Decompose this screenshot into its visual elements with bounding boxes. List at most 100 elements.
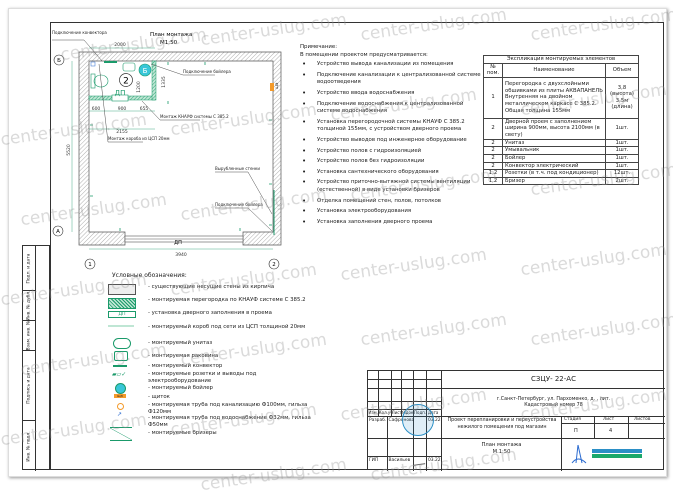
room-number-circle [119, 73, 133, 87]
note-item: Установка электрооборудования [300, 208, 485, 216]
legend-item: - монтируемые бризеры [148, 430, 217, 436]
legend-item: - монтируемая раковина [148, 353, 219, 359]
dim-top: 2000 [114, 42, 126, 48]
shield-label: ЩЭ [275, 82, 279, 89]
axis-markers [52, 54, 280, 270]
callout-leaders [52, 39, 273, 232]
partition-symbol [108, 298, 136, 309]
note-item: Установка перегородочной системы КНАУФ С… [300, 119, 485, 134]
side-cell: Взам. инв. № [23, 321, 35, 351]
table-cell: 1,2 [483, 169, 503, 178]
column-header: № пом. [483, 62, 503, 78]
callout-knauf: Монтаж КНАУФ системы С 385.2 [160, 114, 229, 119]
door-mark: ДП [174, 240, 182, 246]
drawing-frame [50, 22, 664, 470]
pipe-riser [90, 61, 96, 67]
signature [412, 460, 426, 466]
developer-role: Разраб. [369, 418, 387, 423]
outlet-symbol: ▰▱✓ [112, 371, 127, 378]
dim-1335: 1335 [161, 76, 167, 88]
table-title: Экспликация монтируемых элементов [483, 55, 639, 64]
table-cell: 1,2 [483, 176, 503, 186]
axis-b-label: Б [57, 58, 61, 64]
table-cell: Бойлер [502, 153, 606, 163]
dim-left: 5520 [66, 144, 72, 156]
table-cell: 1шт. [605, 161, 639, 171]
cadastral-number: Кадастровый номер 78 [524, 403, 583, 408]
table-cell: 2 [483, 153, 503, 163]
note-item: Устройство приточно-вытяжной системы вен… [300, 179, 485, 194]
sink-symbol [114, 351, 128, 361]
toilet-icon [90, 73, 96, 89]
col-header: Изм. [368, 410, 378, 415]
table-cell: 2 [483, 138, 503, 148]
door-symbol: ДП [108, 311, 136, 318]
sheet-label: Лист [603, 417, 615, 422]
axis-1-label: 1 [88, 262, 92, 268]
callout-boiler-top: Подключение бойлера [183, 69, 231, 74]
callout-outlets: Вырубленные стенки [215, 166, 260, 171]
table-cell: Унитаз [502, 138, 606, 148]
plan-scale: М1:50 [160, 40, 178, 46]
sheets-label: Листов [634, 417, 651, 422]
axis-a-label: А [56, 229, 60, 235]
table-cell: 1шт. [605, 138, 639, 148]
boiler-icon [138, 63, 152, 77]
floor-plan: План монтажа М1:50 ДП ДП Б 2 ЩЭ Б А 1 2 … [52, 30, 282, 270]
knauf-partition [151, 60, 157, 101]
table-cell: Дверной проем с заполнением ширина 900мм… [502, 117, 606, 140]
table-cell: 2 [483, 117, 503, 140]
callout-convector: Подключение конвектора [52, 30, 107, 35]
outlet-icons [90, 62, 272, 231]
sheet-value: 4 [609, 428, 613, 434]
drawing-name-block: План монтажа М.1:50 [442, 442, 561, 456]
table-cell: 1шт. [605, 117, 639, 140]
table-cell: 2 [483, 146, 503, 155]
table-cell: Конвектор электрический [502, 161, 606, 171]
legend-title: Условные обозначения: [112, 272, 187, 279]
legend-item: - существующие несущие стены из кирпича [148, 284, 275, 290]
legend-item: - монтируемая перегородка по КНАУФ систе… [148, 297, 306, 303]
column-header: Объем [605, 62, 639, 78]
axis-2-label: 2 [272, 262, 276, 268]
developer-name: Сафронова [388, 418, 415, 423]
sink-icon [122, 62, 136, 72]
table-cell: 1шт. [605, 153, 639, 163]
table-cell: Розетки (в т.ч. под кондиционер) [502, 169, 606, 178]
chief-date: 03.22 [428, 458, 441, 463]
col-header: Дата [428, 410, 439, 415]
company-logo [571, 444, 642, 464]
note-item: Устройство выводов под инженерное оборуд… [300, 137, 485, 145]
boiler-mark: Б [143, 67, 148, 75]
col-header: Лист [391, 410, 402, 415]
note-item: Установка заполнения дверного проема [300, 219, 485, 227]
explication-table: Экспликация монтируемых элементов № пом.… [483, 55, 639, 186]
notes-heading: Примечание: [300, 44, 338, 50]
notes-list: Устройство вывода канализации из помещен… [300, 61, 485, 226]
dim-900: 900 [118, 106, 127, 112]
callout-duct: Монтаж короба из ЦСП 20мм [108, 136, 170, 141]
legend-item: - монтируемый короб под сети из ЦСП толщ… [148, 324, 306, 330]
address-block: г.Санкт-Петербург, ул. Пархоменко, д. , … [442, 397, 665, 409]
dimensions: 2000 5520 3940 2155 600 900 655 1200 133… [66, 42, 187, 258]
dim-bottom: 3940 [175, 252, 187, 258]
duct-symbol [108, 325, 134, 327]
brick-walls [78, 51, 282, 246]
project-name: Проект перепланировки и переустройства н… [447, 418, 557, 430]
table-cell: 3,8 (высота) 3,5м (длина) [605, 76, 639, 119]
table-cell: 1шт. [605, 146, 639, 155]
address: г.Санкт-Петербург, ул. Пархоменко, д. , … [496, 397, 611, 402]
legend-item: - щиток [148, 394, 170, 400]
legend-item: - монтируемая труба под водоснабжение Ф3… [148, 415, 311, 428]
seal-stamp [402, 404, 434, 436]
toilet-symbol [113, 338, 131, 349]
document-code: СЗЦУ- 22-АС [531, 375, 576, 383]
sewer-pipe-symbol [117, 403, 124, 410]
